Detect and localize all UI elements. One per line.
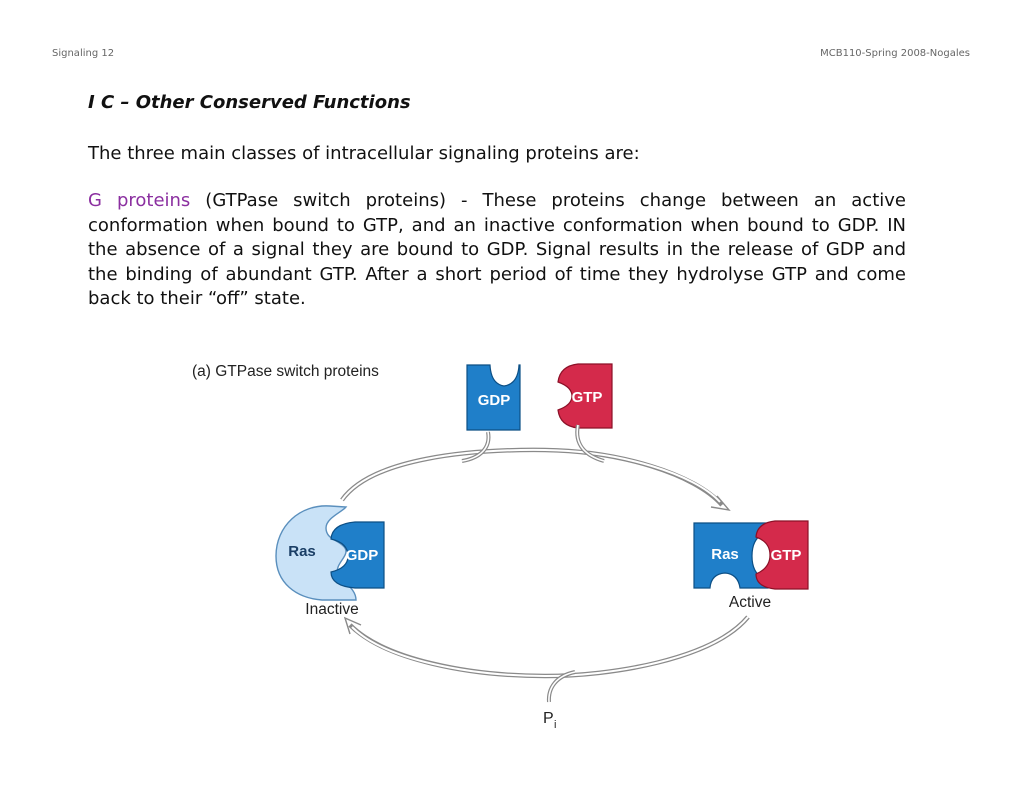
g-proteins-description: (GTPase switch proteins) - These protein… (88, 190, 906, 309)
ras-inactive-label: Ras (288, 543, 316, 560)
bound-gdp-shape (330, 521, 385, 589)
page-label: Signaling 12 (52, 48, 115, 59)
free-gdp-shape (466, 364, 521, 431)
g-proteins-term: G proteins (88, 190, 191, 211)
section-title: I C – Other Conserved Functions (88, 92, 411, 113)
free-gdp-label: GDP (478, 392, 511, 409)
activation-arrow (340, 424, 731, 512)
free-gtp-label: GTP (572, 389, 603, 406)
ras-gtp-complex: Ras GTP Active (693, 520, 809, 611)
active-state-label: Active (729, 594, 771, 611)
phosphate-label: P i (543, 710, 556, 731)
free-gtp-molecule: GTP (557, 363, 613, 429)
ras-active-label: Ras (711, 546, 739, 563)
intro-sentence: The three main classes of intracellular … (88, 143, 640, 164)
hydrolysis-arrow (343, 615, 750, 703)
g-protein-paragraph: G proteins (GTPase switch proteins) - Th… (88, 189, 906, 312)
pi-label: P (543, 710, 554, 727)
bound-gtp-label: GTP (771, 547, 802, 564)
figure-caption: (a) GTPase switch proteins (192, 363, 379, 380)
course-label: MCB110-Spring 2008-Nogales (820, 48, 970, 59)
ras-gdp-complex: Ras GDP Inactive (275, 505, 385, 618)
free-gdp-molecule: GDP (466, 364, 521, 431)
inactive-state-label: Inactive (305, 601, 358, 618)
free-gtp-shape (557, 363, 613, 429)
bound-gdp-label: GDP (346, 547, 379, 564)
pi-subscript: i (554, 719, 556, 731)
bound-gtp-shape (755, 520, 809, 590)
